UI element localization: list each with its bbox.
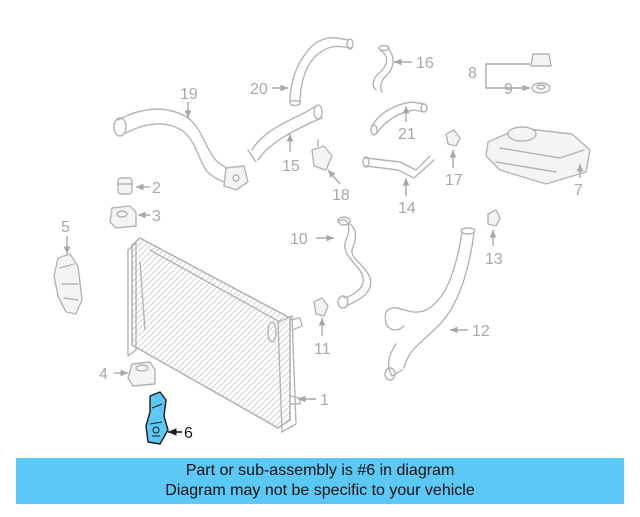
hose-part-10 bbox=[337, 216, 372, 309]
callout-6: 6 bbox=[184, 425, 193, 442]
bracket-part-6 bbox=[145, 391, 169, 445]
bracket-part-5 bbox=[53, 253, 83, 315]
radiator-part bbox=[127, 237, 303, 433]
callout-17: 17 bbox=[445, 172, 463, 189]
callout-16: 16 bbox=[416, 55, 434, 72]
cap-part-2 bbox=[117, 177, 133, 195]
callout-9: 9 bbox=[504, 81, 513, 98]
callout-14: 14 bbox=[398, 200, 416, 217]
callout-4: 4 bbox=[99, 366, 108, 383]
banner-line-disclaimer: Diagram may not be specific to your vehi… bbox=[165, 482, 475, 499]
callout-5: 5 bbox=[61, 219, 70, 236]
callout-19: 19 bbox=[180, 86, 198, 103]
leader-8 bbox=[485, 63, 530, 89]
callout-20: 20 bbox=[250, 81, 268, 98]
cap-part-8 bbox=[530, 53, 552, 67]
callout-7: 7 bbox=[574, 182, 583, 199]
info-banner: Part or sub-assembly is #6 in diagram Di… bbox=[16, 458, 624, 504]
mount-part-3 bbox=[109, 205, 137, 229]
callout-15: 15 bbox=[282, 158, 300, 175]
pipe-part-14 bbox=[362, 155, 435, 179]
callout-2: 2 bbox=[152, 180, 161, 197]
hose-part-21 bbox=[370, 101, 428, 136]
callout-10: 10 bbox=[290, 231, 308, 248]
callout-12: 12 bbox=[472, 323, 490, 340]
callout-8: 8 bbox=[468, 65, 477, 82]
reservoir-part-7 bbox=[485, 126, 591, 185]
callout-13: 13 bbox=[485, 251, 503, 268]
callout-18: 18 bbox=[332, 187, 350, 204]
seal-part-9 bbox=[531, 82, 551, 94]
hose-part-15 bbox=[247, 104, 323, 163]
sensor-part-18 bbox=[311, 139, 333, 171]
clamp-part-17 bbox=[445, 129, 461, 147]
mount-part-4 bbox=[127, 361, 156, 387]
callout-21: 21 bbox=[398, 126, 416, 143]
hose-part-12 bbox=[384, 227, 476, 381]
callout-1: 1 bbox=[320, 392, 329, 409]
banner-line-part: Part or sub-assembly is #6 in diagram bbox=[185, 462, 455, 479]
callout-11: 11 bbox=[314, 341, 331, 358]
clamp-part-13 bbox=[487, 209, 501, 227]
leader-18 bbox=[327, 169, 341, 185]
clamp-part-11 bbox=[313, 297, 329, 317]
hose-part-16 bbox=[372, 44, 394, 93]
hose-part-19 bbox=[113, 108, 249, 191]
callout-3: 3 bbox=[152, 208, 161, 225]
hose-part-20 bbox=[289, 37, 354, 107]
